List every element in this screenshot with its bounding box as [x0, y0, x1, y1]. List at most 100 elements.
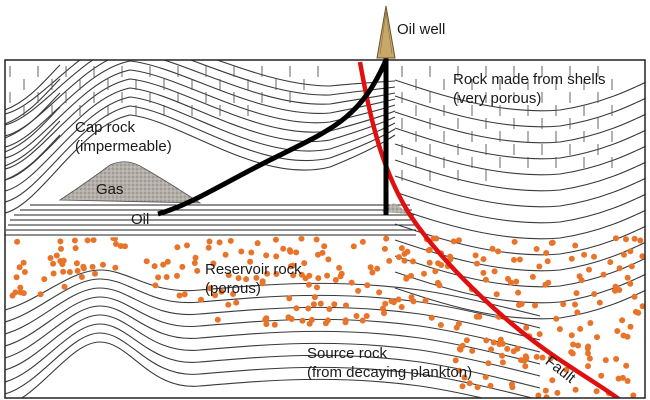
porosity-dot — [572, 242, 579, 249]
porosity-dot — [84, 237, 91, 244]
porosity-dot — [602, 357, 609, 364]
porosity-dot — [263, 321, 270, 328]
porosity-dot — [151, 263, 158, 270]
porosity-dot — [398, 245, 405, 252]
porosity-dot — [482, 374, 489, 380]
porosity-dot — [630, 392, 637, 398]
porosity-dot — [516, 256, 523, 263]
porosity-dot — [184, 242, 190, 249]
porosity-dot — [396, 254, 402, 261]
cross-section-frame — [4, 59, 646, 399]
porosity-dot — [311, 294, 318, 301]
porosity-dot — [574, 309, 581, 316]
porosity-dot — [491, 268, 498, 275]
porosity-dot — [474, 260, 480, 267]
stratum-line — [394, 207, 645, 240]
porosity-dot — [383, 235, 390, 242]
porosity-dot — [623, 236, 629, 243]
porosity-dot — [549, 377, 556, 384]
porosity-dot — [332, 277, 339, 283]
porosity-dot — [403, 275, 410, 282]
porosity-dot — [576, 273, 583, 280]
porosity-dot — [317, 300, 324, 307]
stratum-line — [5, 96, 396, 192]
porosity-dot — [536, 263, 543, 270]
porosity-dot — [259, 278, 266, 285]
porosity-dot — [227, 237, 234, 244]
label-cap-rock-line1: Cap rock — [75, 119, 136, 136]
porosity-dot — [271, 321, 278, 328]
porosity-dot — [480, 256, 487, 263]
porosity-dot — [179, 263, 186, 270]
porosity-dot — [572, 301, 578, 308]
stratum-line — [394, 143, 645, 176]
shell-rock-bricks — [9, 66, 613, 181]
porosity-dot — [613, 235, 619, 242]
porosity-dot — [290, 272, 297, 279]
porosity-dot — [58, 245, 64, 252]
porosity-dot — [568, 349, 575, 356]
porosity-dot — [288, 263, 294, 270]
porosity-dot — [16, 264, 23, 271]
porosity-dot — [233, 299, 240, 306]
porosity-dot — [254, 240, 261, 247]
porosity-dot — [350, 243, 357, 250]
porosity-dot — [587, 320, 594, 326]
label-oil-well: Oil well — [397, 21, 446, 38]
porosity-dot — [586, 266, 592, 273]
label-reservoir-rock: Reservoir rock (porous) — [205, 260, 302, 298]
porosity-dot — [553, 315, 560, 322]
porosity-dot — [174, 272, 180, 279]
porosity-dot — [639, 303, 645, 310]
porosity-dot — [607, 259, 614, 266]
porosity-dot — [452, 357, 459, 364]
porosity-dot — [325, 256, 332, 263]
porosity-dot — [615, 375, 622, 382]
porosity-dot — [410, 298, 417, 305]
porosity-dot — [12, 289, 19, 296]
porosity-dot — [535, 392, 542, 398]
porosity-dot — [388, 298, 395, 305]
stratum-line — [5, 287, 541, 341]
porosity-dot — [591, 253, 597, 260]
porosity-dot — [577, 325, 584, 332]
porosity-dot — [222, 251, 229, 258]
label-source-line1: Source rock — [307, 345, 388, 362]
porosity-dot — [155, 274, 162, 281]
porosity-dot — [298, 235, 305, 242]
porosity-dot — [331, 301, 338, 308]
porosity-dot — [80, 265, 87, 272]
porosity-dot — [594, 334, 600, 341]
porosity-dot — [285, 314, 292, 321]
porosity-dot — [422, 297, 429, 304]
porosity-dot — [100, 261, 106, 268]
porosity-dot — [438, 262, 445, 268]
porosity-dot — [50, 270, 57, 277]
porosity-dot — [511, 238, 518, 245]
porosity-dot — [212, 292, 219, 299]
porosity-dot — [72, 245, 79, 252]
porosity-dot — [621, 251, 627, 258]
porosity-dot — [176, 292, 183, 299]
porosity-dot — [586, 355, 593, 362]
stratum-line — [5, 60, 396, 115]
stratum-line — [394, 127, 645, 160]
label-source-rock: Source rock (from decaying plankton) — [307, 344, 472, 382]
porosity-dot — [570, 341, 577, 348]
porosity-dot — [495, 248, 502, 255]
stratum-line — [394, 159, 645, 192]
porosity-dot — [73, 260, 80, 267]
porosity-dot — [624, 378, 631, 384]
porosity-dot — [160, 261, 167, 268]
porosity-dot — [488, 346, 495, 353]
porosity-dot — [516, 302, 522, 308]
stratum-line — [394, 95, 645, 128]
porosity-dot — [57, 238, 64, 245]
porosity-dot — [298, 271, 305, 278]
porosity-dot — [364, 282, 371, 289]
fault-line — [357, 61, 622, 398]
porosity-dot — [490, 339, 497, 346]
porosity-dot — [489, 245, 496, 252]
porosity-dot — [499, 352, 506, 359]
porosity-dot — [305, 281, 312, 288]
